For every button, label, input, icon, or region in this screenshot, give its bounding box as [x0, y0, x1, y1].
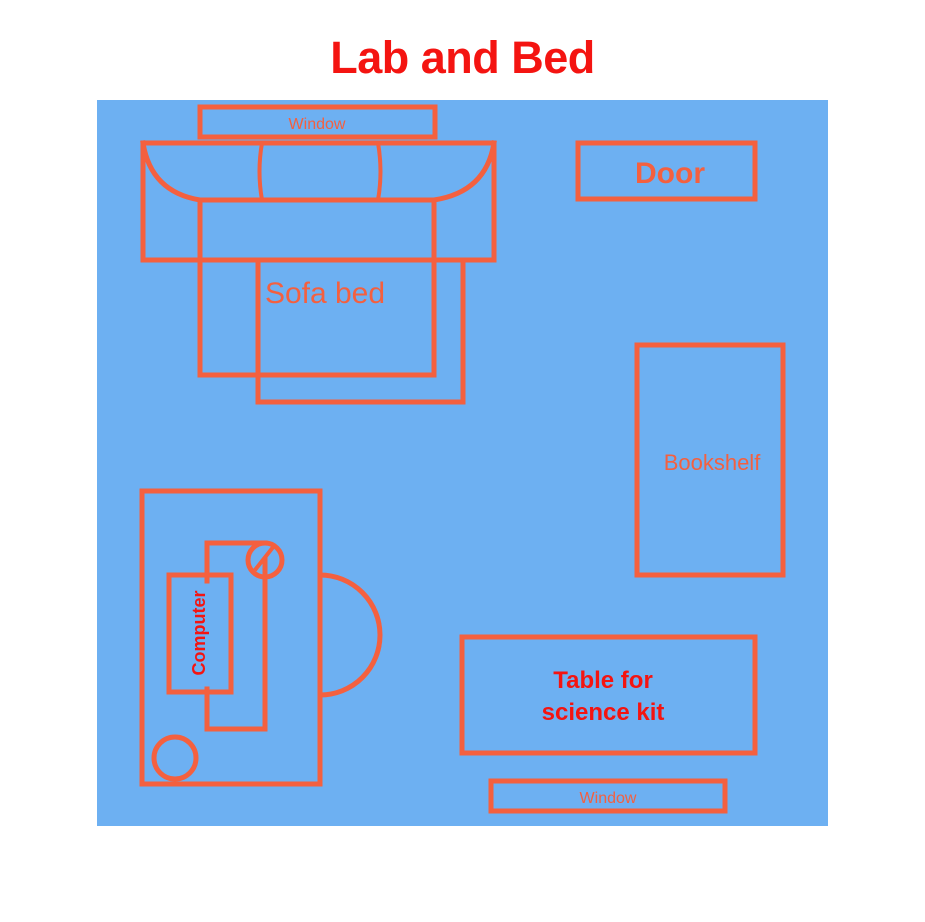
- sofa-cushion-divider-right: [376, 142, 383, 201]
- sofa-bed[interactable]: Sofa bed: [140, 140, 497, 405]
- door-label: Door: [635, 157, 705, 190]
- computer-outline: [166, 572, 234, 695]
- sofa-right-armrest-arc: [431, 140, 497, 203]
- sofa-bed-label: Sofa bed: [265, 277, 385, 310]
- science-table-label-line-1: Table for: [553, 667, 653, 694]
- science-table[interactable]: Table for science kit: [459, 634, 758, 756]
- desk-area[interactable]: Computer: [139, 488, 383, 787]
- window-top-outline: [197, 104, 438, 140]
- window-bottom[interactable]: Window: [488, 778, 728, 814]
- bookshelf-outline: [634, 342, 786, 578]
- page-title: Lab and Bed: [330, 32, 595, 83]
- mouse-slice-line: [253, 544, 276, 572]
- bookshelf-label: Bookshelf: [664, 450, 762, 475]
- sofa-mattress-outline: [197, 197, 437, 378]
- window-top[interactable]: Window: [197, 104, 438, 140]
- mouse-icon: [245, 540, 285, 580]
- window-bottom-label: Window: [580, 790, 637, 807]
- door[interactable]: Door: [575, 140, 758, 202]
- sofa-left-armrest-arc: [140, 140, 203, 203]
- chair-arc: [317, 572, 383, 698]
- science-table-outline: [459, 634, 758, 756]
- science-table-label-line-2: science kit: [542, 699, 665, 726]
- computer-label: Computer: [189, 591, 209, 676]
- window-top-label: Window: [289, 116, 346, 133]
- door-outline: [575, 140, 758, 202]
- desk-outline: [139, 488, 323, 787]
- window-bottom-outline: [488, 778, 728, 814]
- bookshelf[interactable]: Bookshelf: [634, 342, 786, 578]
- desk-worktop-outline: [204, 540, 268, 732]
- sofa-extension-outline: [255, 257, 466, 405]
- sofa-cushion-divider-left: [257, 142, 264, 201]
- stool-icon: [151, 734, 199, 782]
